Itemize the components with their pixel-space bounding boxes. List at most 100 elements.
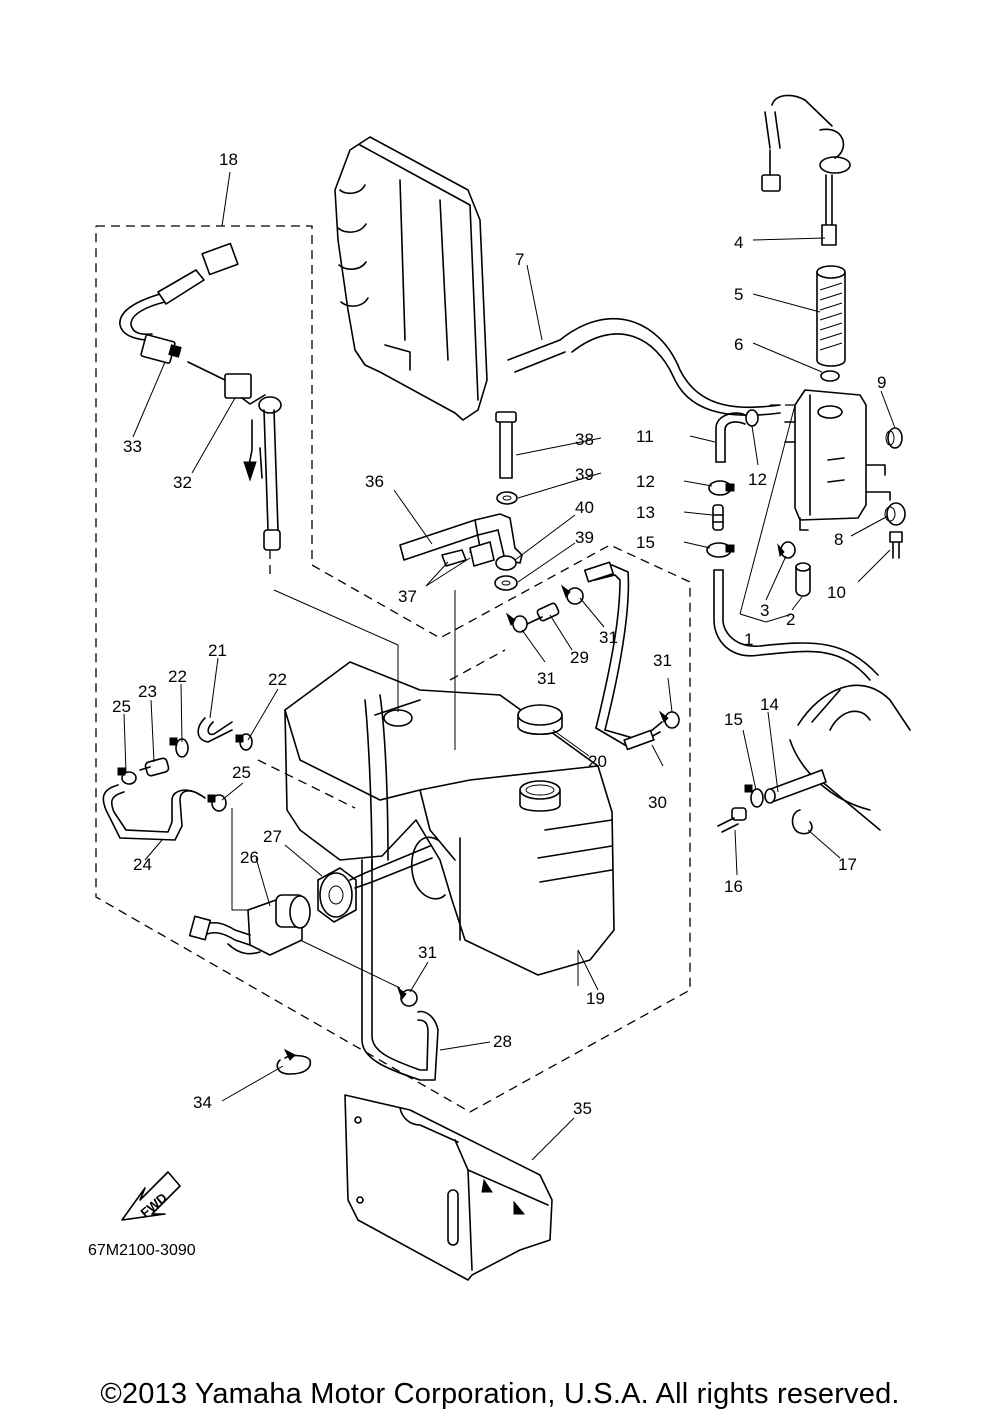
clip-part-25-b [207,794,227,812]
label-12-b: 12 [748,470,767,489]
label-34: 34 [193,1093,212,1112]
label-37: 37 [398,587,417,606]
grommet-part-8 [884,502,906,526]
hose-part-30 [583,561,663,751]
label-12-a: 12 [636,472,655,491]
pad-part-37 [441,541,495,567]
label-29: 29 [570,648,589,667]
label-22-a: 22 [168,667,187,686]
label-28: 28 [493,1032,512,1051]
hose-part-24 [102,784,206,841]
clip-part-15-a [706,542,735,558]
label-38: 38 [575,430,594,449]
hose-part-7 [507,317,781,417]
label-20: 20 [588,752,607,771]
label-2: 2 [786,610,795,629]
clip-part-12-b [708,480,735,496]
tank-cap-part-20 [517,704,563,735]
label-13: 13 [636,503,655,522]
clip-part-17 [791,809,813,835]
copyright-notice: ©2013 Yamaha Motor Corporation, U.S.A. A… [100,1378,900,1410]
hose-part-14 [764,769,827,804]
label-39-b: 39 [575,528,594,547]
label-22-b: 22 [268,670,287,689]
fuel-pump-part-26 [188,894,311,956]
fitting-part-13 [712,504,724,531]
fitting-part-16 [717,807,747,833]
label-9: 9 [877,373,886,392]
label-27: 27 [263,827,282,846]
label-31-a: 31 [599,628,618,647]
fitting-part-29 [524,602,560,626]
clip-part-12-a [745,409,759,427]
oil-level-sensor-part-4 [761,94,851,246]
label-17: 17 [838,855,857,874]
joint-part-2 [795,562,811,597]
label-16: 16 [724,877,743,896]
label-39-a: 39 [575,465,594,484]
clip-part-25-a [117,767,137,785]
washer-part-40 [495,555,517,571]
bolt-part-38 [495,411,517,479]
label-11: 11 [636,427,654,446]
label-31-c: 31 [418,943,437,962]
hose-part-11 [715,412,746,463]
label-19: 19 [586,989,605,1008]
clip-part-31-b [505,612,528,633]
label-7: 7 [515,250,524,269]
hose-part-1 [713,569,879,681]
leader-lines [123,171,896,1161]
o-ring-part-6 [820,370,840,382]
label-14: 14 [760,695,779,714]
label-25-a: 25 [112,697,131,716]
label-33: 33 [123,437,142,456]
drawing-code: 67M2100-3090 [88,1242,196,1259]
bolt-part-10 [889,531,903,559]
washer-part-39-b [494,575,518,591]
clip-part-34 [276,1048,312,1075]
label-25-b: 25 [232,763,251,782]
label-1: 1 [744,630,753,649]
label-30: 30 [648,793,667,812]
fwd-arrow: FWD [121,1171,181,1221]
label-32: 32 [173,473,192,492]
grommet-part-9 [885,427,903,449]
label-26: 26 [240,848,259,867]
label-3: 3 [760,601,769,620]
label-36: 36 [365,472,384,491]
label-8: 8 [834,530,843,549]
label-10: 10 [827,583,846,602]
strainer-part-5 [816,265,846,367]
label-15-a: 15 [636,533,655,552]
filter-part-27 [317,845,433,923]
parts-diagram: FWD [95,94,911,1281]
oil-tank-part-19 [284,661,615,976]
clip-part-31-c [396,986,418,1007]
part-labels: 18 33 32 7 4 5 6 9 11 12 12 13 15 8 10 3… [112,150,886,1118]
clip-part-15-b [744,784,764,808]
label-18: 18 [219,150,238,169]
washer-part-39-a [496,491,518,505]
label-31-b: 31 [537,669,556,688]
bracket-part-35 [344,1094,553,1281]
label-24: 24 [133,855,152,874]
fitting-part-23 [139,757,170,777]
label-40: 40 [575,498,594,517]
label-31-e: 31 [653,651,672,670]
clip-part-3 [777,541,796,559]
hose-part-21 [197,717,233,743]
label-4: 4 [734,233,743,252]
label-35: 35 [573,1099,592,1118]
clip-part-31-e [658,710,680,729]
label-5: 5 [734,285,743,304]
label-6: 6 [734,335,743,354]
hose-part-28 [361,859,439,1081]
clip-part-22-a [169,737,189,758]
label-15-b: 15 [724,710,743,729]
silencer-cover [334,136,488,421]
wire-harness-part-33 [119,242,239,364]
engine-outline [789,684,911,831]
sensor-part-32 [187,361,282,580]
label-23: 23 [138,682,157,701]
clip-part-31-a [560,584,584,605]
